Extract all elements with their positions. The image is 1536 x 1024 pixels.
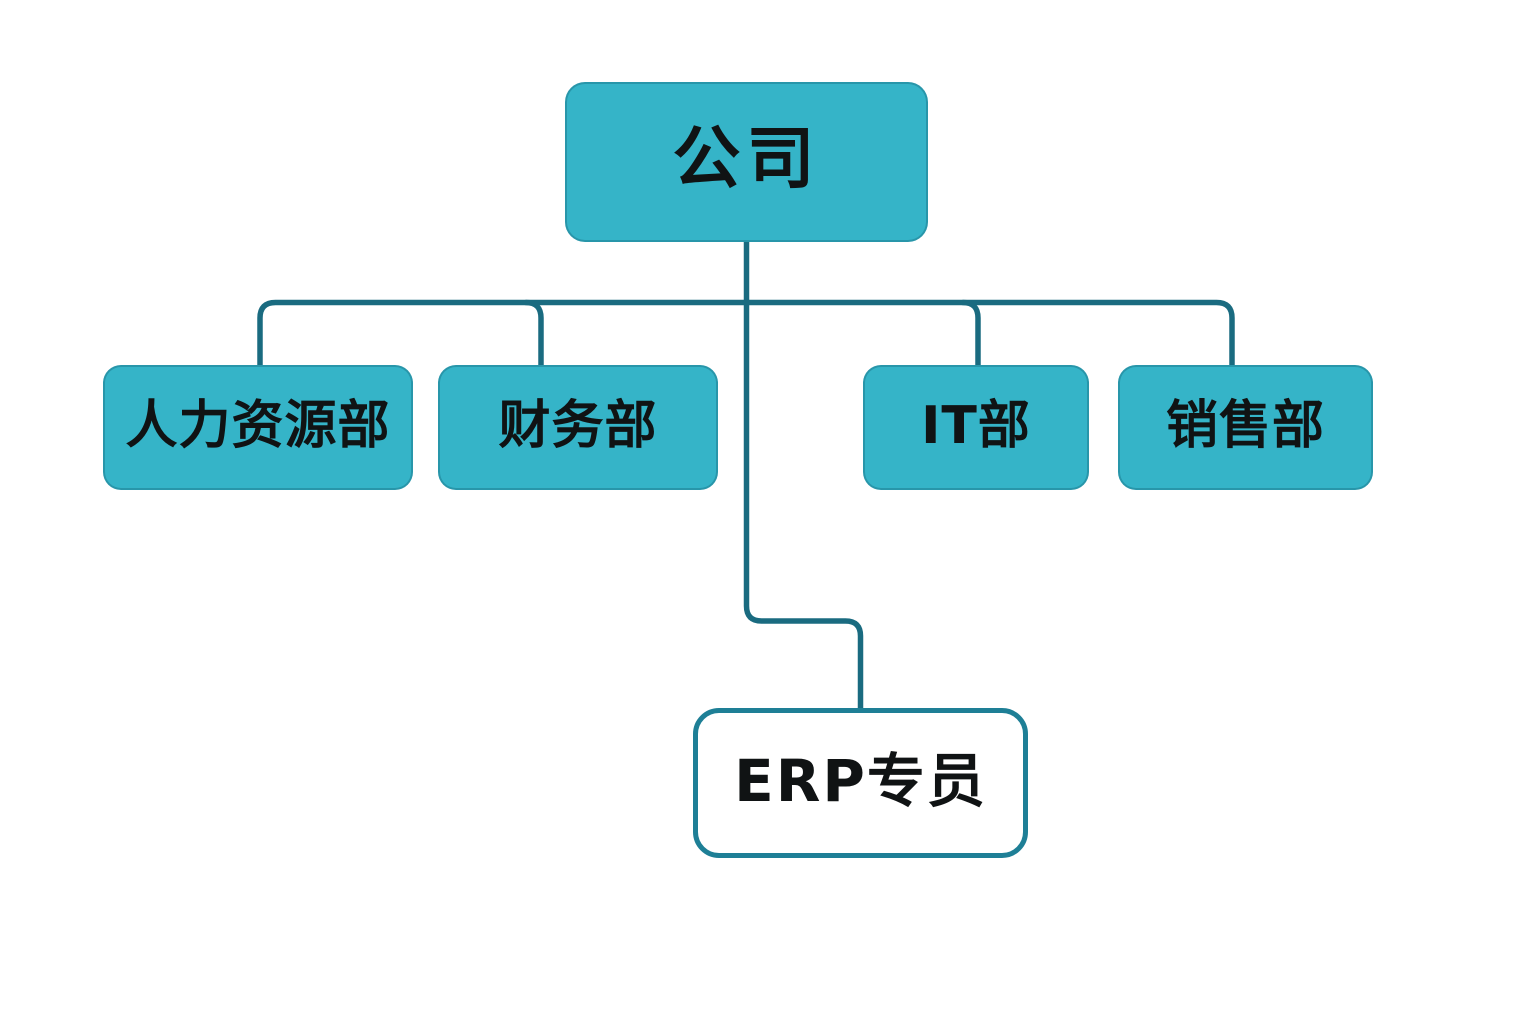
org-node-finance: 财务部 bbox=[438, 365, 718, 490]
org-node-erp-label: ERP专员 bbox=[734, 747, 987, 815]
org-node-erp: ERP专员 bbox=[693, 708, 1028, 858]
org-node-finance-label: 财务部 bbox=[498, 395, 658, 456]
org-node-it-label: IT部 bbox=[921, 395, 1031, 456]
org-node-company-label: 公司 bbox=[672, 120, 821, 199]
connector-drop-finance bbox=[523, 299, 544, 371]
org-node-sales: 销售部 bbox=[1118, 365, 1373, 490]
org-node-sales-label: 销售部 bbox=[1165, 395, 1325, 456]
org-node-it: IT部 bbox=[863, 365, 1089, 490]
connector-department-bracket bbox=[257, 299, 1235, 371]
connector-company-trunk-to-erp bbox=[743, 237, 864, 713]
org-node-hr-label: 人力资源部 bbox=[125, 395, 391, 456]
org-node-hr: 人力资源部 bbox=[103, 365, 413, 490]
connector-drop-it bbox=[960, 299, 981, 371]
org-node-company: 公司 bbox=[565, 82, 928, 242]
